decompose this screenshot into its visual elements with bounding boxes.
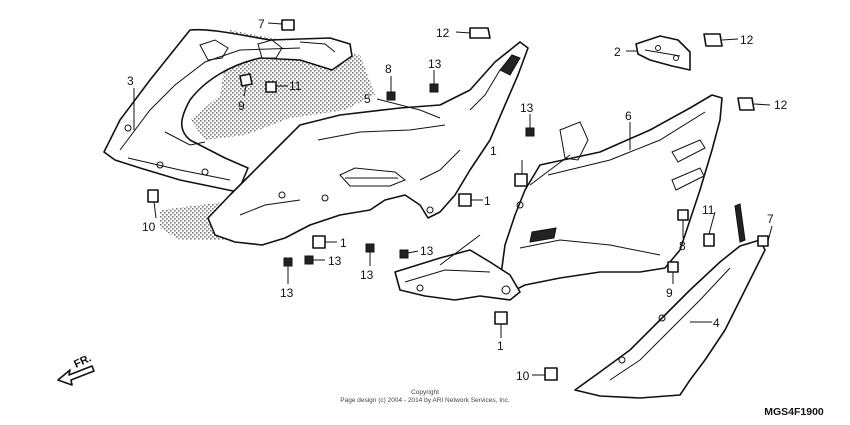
nut-1-bottom bbox=[494, 311, 508, 325]
part-6-side-cover bbox=[499, 94, 723, 296]
callout-10-bottom: 10 bbox=[516, 369, 530, 383]
callout-10-left: 10 bbox=[142, 220, 156, 234]
screw-13-right bbox=[525, 127, 535, 137]
copyright-title: Copyright bbox=[411, 389, 439, 396]
callout-8-right: 8 bbox=[679, 239, 686, 253]
part-4-lower-strip bbox=[574, 203, 766, 399]
callout-4: 4 bbox=[713, 316, 720, 330]
screw-13-lower-left bbox=[365, 243, 375, 253]
callout-12-top: 12 bbox=[436, 26, 450, 40]
clip-11-right bbox=[703, 233, 715, 247]
screw-7-right bbox=[757, 235, 769, 247]
callout-12-right: 12 bbox=[740, 33, 754, 47]
grommet-12-top bbox=[469, 27, 491, 39]
callout-13-top: 13 bbox=[428, 57, 442, 71]
clip-10-left bbox=[147, 189, 159, 203]
clip-9-right bbox=[667, 261, 679, 273]
copyright-notice: Page design (c) 2004 - 2014 by ARI Netwo… bbox=[340, 397, 510, 404]
callout-11-right: 11 bbox=[702, 203, 715, 217]
bolt-8-top bbox=[386, 91, 396, 101]
clip-9-left bbox=[239, 73, 253, 87]
nut-1-right bbox=[514, 173, 528, 187]
screw-13-lower-mid bbox=[399, 249, 409, 259]
callout-13-left-mid: 13 bbox=[328, 254, 342, 268]
callout-1-center: 1 bbox=[484, 194, 491, 208]
leader-lines bbox=[133, 22, 773, 376]
callout-11-left: 11 bbox=[289, 79, 302, 93]
bolt-8-right bbox=[677, 209, 689, 221]
lower-bracket bbox=[394, 249, 521, 301]
callout-2: 2 bbox=[614, 45, 621, 59]
grommet-12-right bbox=[703, 33, 723, 47]
nut-1-center bbox=[458, 193, 472, 207]
callout-9-right: 9 bbox=[666, 286, 673, 300]
part-3-upper-cowl bbox=[103, 28, 353, 193]
callout-9-left: 9 bbox=[238, 99, 245, 113]
nut-1-left bbox=[312, 235, 326, 249]
clip-11-left bbox=[265, 81, 277, 93]
grommet-12-mid bbox=[737, 97, 755, 111]
front-direction-indicator: FR. bbox=[57, 352, 95, 386]
callout-5: 5 bbox=[364, 92, 371, 106]
screw-13-top bbox=[429, 83, 439, 93]
callout-13-lower-left: 13 bbox=[360, 268, 374, 282]
callout-3: 3 bbox=[127, 74, 134, 88]
diagram-code: MGS4F1900 bbox=[764, 406, 824, 418]
callout-8-top: 8 bbox=[385, 62, 392, 76]
callout-1-left: 1 bbox=[340, 236, 347, 250]
part-2-small-cover bbox=[635, 35, 691, 71]
part-5-inner-cover bbox=[207, 41, 529, 246]
callout-13-bottom-left: 13 bbox=[280, 286, 294, 300]
front-arrow-icon bbox=[57, 365, 95, 386]
callout-7-right: 7 bbox=[767, 212, 774, 226]
clip-10-bottom bbox=[544, 367, 558, 381]
callouts: 7 12 2 12 3 11 9 8 13 5 12 13 6 1 1 10 1… bbox=[127, 17, 788, 383]
fasteners bbox=[147, 19, 769, 381]
screw-13-bottom bbox=[304, 255, 314, 265]
callout-13-right: 13 bbox=[520, 101, 534, 115]
callout-7-top: 7 bbox=[258, 17, 265, 31]
callout-13-mid: 13 bbox=[420, 244, 434, 258]
callout-6: 6 bbox=[625, 109, 632, 123]
callout-1-bottom: 1 bbox=[497, 339, 504, 353]
callout-1-right: 1 bbox=[490, 144, 497, 158]
screw-13-bottom-left bbox=[283, 257, 293, 267]
callout-12-mid: 12 bbox=[774, 98, 788, 112]
screw-7-top bbox=[281, 19, 295, 31]
